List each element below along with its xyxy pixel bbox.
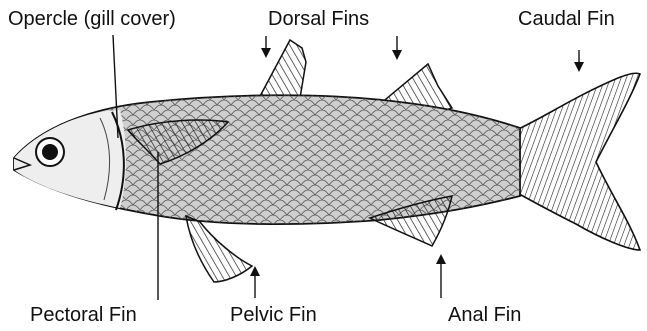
label-caudal-fin: Caudal Fin xyxy=(518,8,615,30)
label-anal-fin: Anal Fin xyxy=(448,304,521,326)
label-pelvic-fin: Pelvic Fin xyxy=(230,304,317,326)
caudal-fin-shape xyxy=(512,73,640,250)
label-dorsal-fins: Dorsal Fins xyxy=(268,8,369,30)
label-opercle: Opercle (gill cover) xyxy=(8,8,176,30)
label-pectoral-fin: Pectoral Fin xyxy=(30,304,137,326)
pelvic-fin-shape xyxy=(186,216,252,282)
